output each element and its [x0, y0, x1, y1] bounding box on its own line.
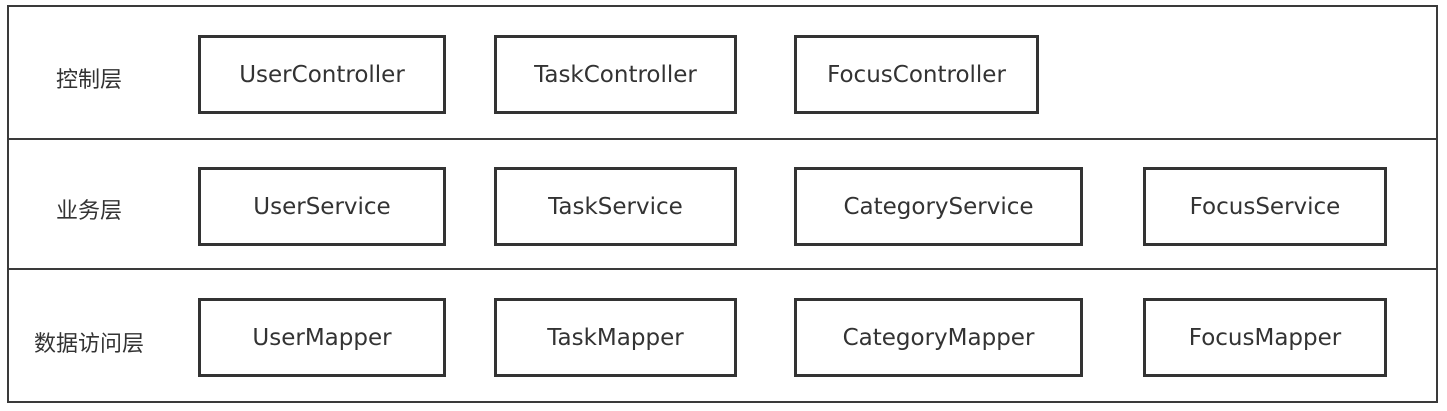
focus-mapper-box: FocusMapper: [1143, 298, 1387, 377]
architecture-diagram: 控制层 UserController TaskController FocusC…: [7, 5, 1438, 403]
service-layer: 业务层 UserService TaskService CategoryServ…: [9, 138, 1436, 268]
category-service-box: CategoryService: [794, 167, 1083, 246]
user-mapper-box: UserMapper: [198, 298, 446, 377]
task-controller-box: TaskController: [494, 35, 737, 114]
data-access-layer: 数据访问层 UserMapper TaskMapper CategoryMapp…: [9, 268, 1436, 403]
focus-service-box: FocusService: [1143, 167, 1387, 246]
task-service-box: TaskService: [494, 167, 737, 246]
layer-label-data-access: 数据访问层: [33, 332, 144, 357]
task-mapper-box: TaskMapper: [494, 298, 737, 377]
category-mapper-box: CategoryMapper: [794, 298, 1083, 377]
user-service-box: UserService: [198, 167, 446, 246]
focus-controller-box: FocusController: [794, 35, 1039, 114]
controller-layer: 控制层 UserController TaskController FocusC…: [9, 7, 1436, 138]
user-controller-box: UserController: [198, 35, 446, 114]
layer-label-controller: 控制层: [55, 68, 122, 93]
layer-label-service: 业务层: [55, 199, 122, 224]
